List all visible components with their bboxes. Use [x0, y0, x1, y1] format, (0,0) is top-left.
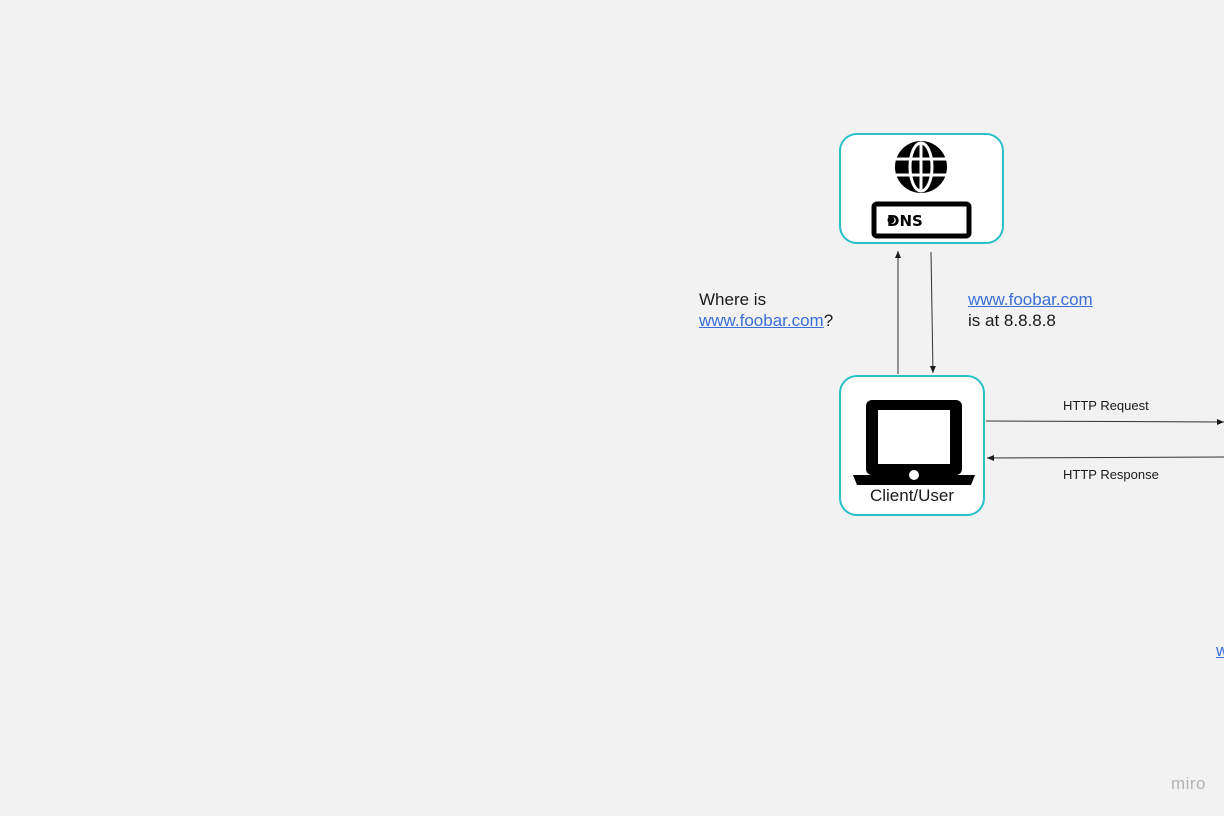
dns-query-label: Where is www.foobar.com? — [699, 289, 833, 331]
http-response-label: HTTP Response — [1063, 467, 1159, 482]
dns-label: DNS — [887, 212, 923, 230]
response-arrow[interactable] — [986, 454, 1224, 461]
cropped-link-fragment[interactable]: w — [1216, 641, 1224, 660]
globe-server-icon — [871, 141, 972, 239]
laptop-icon — [853, 400, 975, 485]
answer-domain-link[interactable]: www.foobar.com — [968, 290, 1093, 309]
miro-watermark: miro — [1170, 774, 1206, 793]
request-arrow[interactable] — [985, 418, 1224, 425]
answer-arrow[interactable] — [929, 251, 936, 374]
query-domain-link[interactable]: www.foobar.com — [699, 311, 824, 330]
client-node[interactable]: Client/User — [839, 375, 985, 516]
answer-text: is at 8.8.8.8 — [968, 311, 1056, 330]
http-request-label: HTTP Request — [1063, 398, 1149, 413]
query-prefix: Where is — [699, 290, 767, 309]
dns-answer-label: www.foobar.com is at 8.8.8.8 — [968, 289, 1093, 331]
query-suffix: ? — [823, 311, 834, 330]
client-label: Client/User — [869, 486, 955, 505]
